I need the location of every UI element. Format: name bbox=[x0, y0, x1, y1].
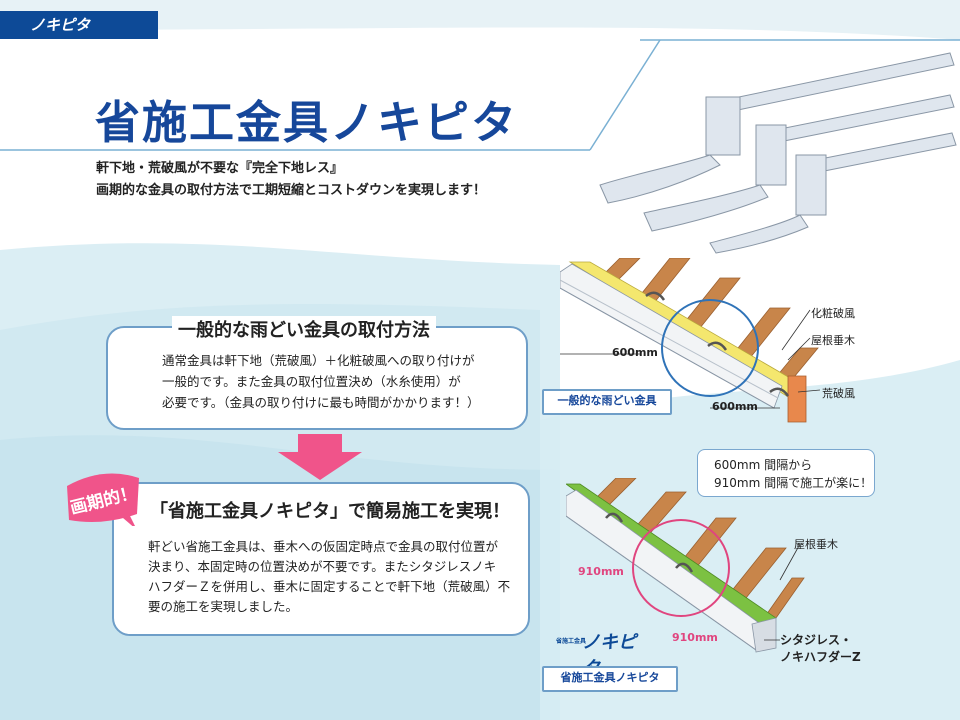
leader-lines-1 bbox=[781, 309, 820, 393]
leader-lines-2 bbox=[764, 543, 801, 641]
lead-line-2: 画期的な金具の取付方法で工期短縮とコストダウンを実現します！ bbox=[96, 183, 487, 198]
lead-line-1: 軒下地・荒破風が不要な『完全下地レス』 bbox=[96, 161, 344, 176]
standard-method-line: 一般的です。また金具の取付位置決め（水糸使用）が bbox=[162, 374, 461, 389]
callout-line-2: 910mm 間隔で施工が楽に！ bbox=[714, 476, 873, 490]
nokipita-method-line: 決まり、本固定時の位置決めが不要です。またシタジレスノキ bbox=[148, 559, 497, 574]
nokipita-bracket-diagram bbox=[566, 478, 805, 653]
down-arrow-icon bbox=[278, 434, 362, 480]
nokipita-method-line: 軒どい省施工金具は、垂木への仮固定時点で金具の取付位置が bbox=[148, 539, 499, 554]
nokipita-method-panel bbox=[112, 482, 530, 636]
spacing-dim-910-b: 910mm bbox=[672, 631, 718, 644]
section-tag: ノキピタ bbox=[0, 11, 158, 39]
spacing-dim-600-b: 600mm bbox=[712, 400, 758, 413]
standard-method-line: 通常金具は軒下地（荒破風）＋化粧破風への取り付けが bbox=[162, 353, 475, 368]
rafter-label-1: 屋根垂木 bbox=[811, 334, 855, 347]
nokipita-method-line: 要の施工を実現しました。 bbox=[148, 599, 299, 614]
standard-method-title: 一般的な雨どい金具の取付方法 bbox=[172, 316, 436, 342]
product-z-label: シタジレス・ ノキハフダーZ bbox=[780, 633, 861, 664]
callout-line-1: 600mm 間隔から bbox=[714, 458, 813, 472]
standard-bracket-caption: 一般的な雨どい金具 bbox=[542, 389, 672, 415]
standard-method-line: 必要です。（金具の取り付けに最も時間がかかります！） bbox=[162, 395, 480, 410]
nokipita-method-title: 「省施工金具ノキピタ」で簡易施工を実現！ bbox=[150, 501, 510, 522]
fascia-label: 化粧破風 bbox=[811, 307, 855, 320]
nokipita-caption: 省施工金具ノキピタ bbox=[542, 666, 678, 692]
rough-board-label: 荒破風 bbox=[822, 387, 855, 400]
nokipita-method-line: ハフダーＺを併用し、垂木に固定することで軒下地（荒破風）不 bbox=[148, 579, 511, 594]
spacing-dim-910-a: 910mm bbox=[578, 565, 624, 578]
spacing-callout: 600mm 間隔から 910mm 間隔で施工が楽に！ bbox=[697, 449, 875, 497]
badge-shape bbox=[67, 473, 139, 526]
nokipita-logo: 省施工金具 ノキピタ bbox=[556, 628, 648, 679]
logo-subtitle: 省施工金具 bbox=[556, 638, 587, 645]
nokipita-method-text: 軒どい省施工金具は、垂木への仮固定時点で金具の取付位置が 決まり、本固定時の位置… bbox=[148, 537, 510, 617]
spacing-dim-600-a: 600mm bbox=[612, 346, 658, 359]
standard-method-text: 通常金具は軒下地（荒破風）＋化粧破風への取り付けが 一般的です。また金具の取付位… bbox=[162, 350, 480, 413]
rafter-label-2: 屋根垂木 bbox=[794, 538, 838, 551]
lead-text: 軒下地・荒破風が不要な『完全下地レス』 画期的な金具の取付方法で工期短縮とコスト… bbox=[96, 158, 486, 202]
product-photo bbox=[599, 52, 957, 254]
standard-bracket-diagram bbox=[560, 258, 819, 423]
page-title: 省施工金具ノキピタ bbox=[95, 96, 519, 149]
